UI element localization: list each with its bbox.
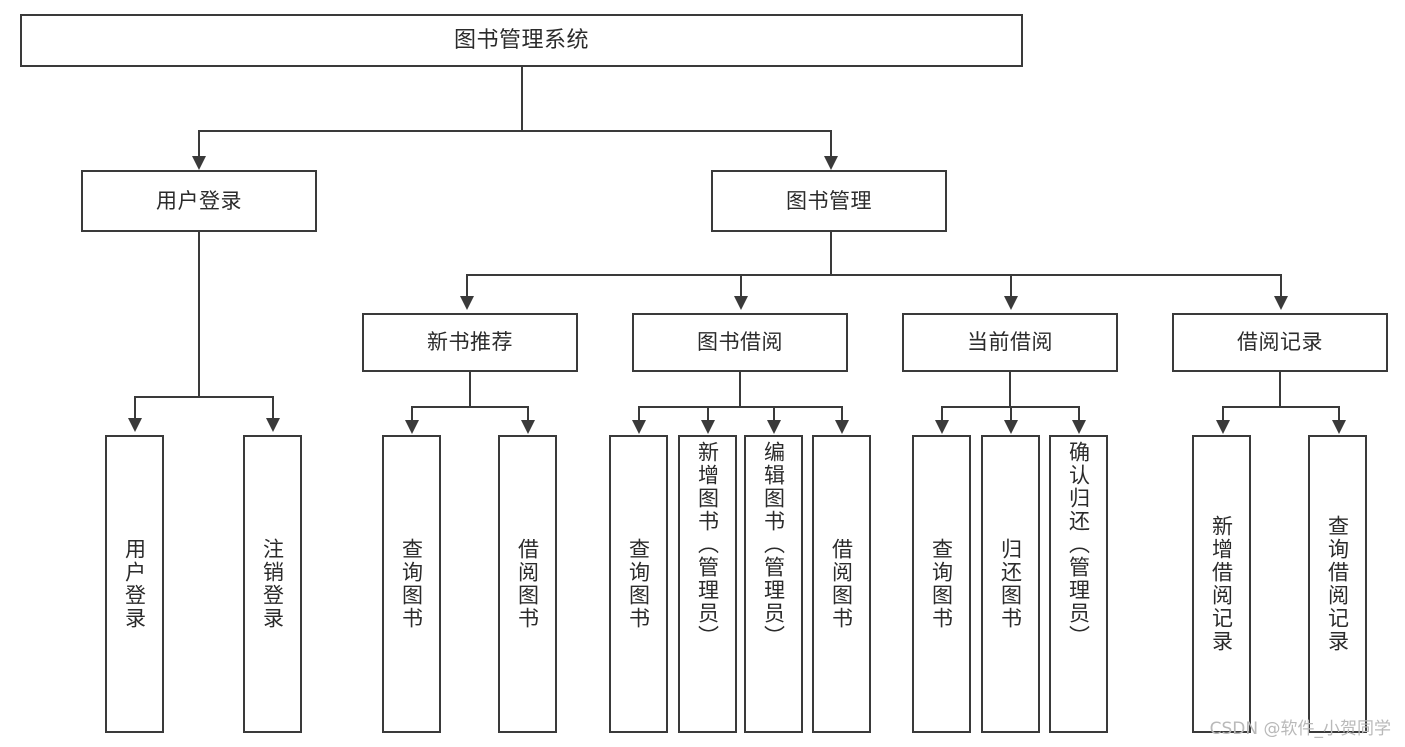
connector-user-login-leaf-1 (134, 396, 136, 420)
arrowhead-borrow-record (1274, 296, 1288, 310)
leaf-add-book-admin[interactable]: 新增图书（管理员） (678, 435, 737, 733)
arrowhead-new-book-recommend (460, 296, 474, 310)
connector-new-book-stem (469, 372, 471, 408)
arrowhead-nb-leaf-1 (405, 420, 419, 434)
connector-book-management-stem (830, 232, 832, 276)
connector-cb-leaf-3 (1078, 406, 1080, 422)
arrowhead-bb-leaf-2 (701, 420, 715, 434)
connector-book-management-bus (466, 274, 1280, 276)
node-label: 注销登录 (260, 538, 285, 630)
connector-root-bus (198, 130, 832, 132)
arrowhead-leaf-user-login (128, 418, 142, 432)
node-label: 图书管理 (786, 188, 872, 213)
leaf-return-book[interactable]: 归还图书 (981, 435, 1040, 733)
leaf-query-borrow-record[interactable]: 查询借阅记录 (1308, 435, 1367, 733)
node-label: 当前借阅 (967, 330, 1053, 355)
node-label: 图书借阅 (697, 330, 783, 355)
connector-br-leaf-1 (1222, 406, 1224, 422)
node-label: 用户登录 (122, 538, 147, 630)
connector-nb-leaf-1 (411, 406, 413, 422)
connector-user-login-leaf-2 (272, 396, 274, 420)
leaf-query-book-borrow[interactable]: 查询图书 (609, 435, 668, 733)
arrowhead-leaf-logout (266, 418, 280, 432)
connector-br-leaf-2 (1338, 406, 1340, 422)
node-label: 借阅图书 (829, 538, 854, 630)
connector-borrow-record-stem (1279, 372, 1281, 408)
connector-bb-leaf-1 (638, 406, 640, 422)
arrowhead-bb-leaf-4 (835, 420, 849, 434)
connector-cb-leaf-2 (1010, 406, 1012, 422)
node-user-login[interactable]: 用户登录 (81, 170, 317, 232)
arrowhead-bb-leaf-1 (632, 420, 646, 434)
leaf-edit-book-admin[interactable]: 编辑图书（管理员） (744, 435, 803, 733)
node-label: 查询图书 (626, 538, 651, 630)
connector-book-borrow-bus (638, 406, 842, 408)
watermark-text: CSDN @软件_小贺同学 (1209, 719, 1391, 739)
connector-new-book-bus (411, 406, 528, 408)
leaf-borrow-book[interactable]: 借阅图书 (812, 435, 871, 733)
node-label: 借阅图书 (515, 538, 540, 630)
node-label: 归还图书 (998, 538, 1023, 630)
leaf-user-login[interactable]: 用户登录 (105, 435, 164, 733)
connector-bm-to-new-book (466, 274, 468, 298)
leaf-add-borrow-record[interactable]: 新增借阅记录 (1192, 435, 1251, 733)
arrowhead-br-leaf-1 (1216, 420, 1230, 434)
node-label: 查询图书 (929, 538, 954, 630)
node-book-borrow[interactable]: 图书借阅 (632, 313, 848, 372)
connector-bb-leaf-2 (707, 406, 709, 422)
node-label: 新书推荐 (427, 330, 513, 355)
arrowhead-book-management (824, 156, 838, 170)
node-current-borrow[interactable]: 当前借阅 (902, 313, 1118, 372)
arrowhead-cb-leaf-2 (1004, 420, 1018, 434)
connector-bb-leaf-4 (841, 406, 843, 422)
connector-bb-leaf-3 (773, 406, 775, 422)
node-label: 新增借阅记录 (1209, 515, 1234, 653)
connector-current-borrow-bus (941, 406, 1078, 408)
connector-bm-to-borrow-record (1280, 274, 1282, 298)
connector-bm-to-book-borrow (740, 274, 742, 298)
connector-borrow-record-bus (1222, 406, 1339, 408)
node-root-book-management-system[interactable]: 图书管理系统 (20, 14, 1023, 67)
connector-bm-to-current-borrow (1010, 274, 1012, 298)
connector-current-borrow-stem (1009, 372, 1011, 408)
arrowhead-cb-leaf-1 (935, 420, 949, 434)
arrowhead-current-borrow (1004, 296, 1018, 310)
leaf-confirm-return-admin[interactable]: 确认归还（管理员） (1049, 435, 1108, 733)
leaf-query-book-current[interactable]: 查询图书 (912, 435, 971, 733)
node-label: 图书管理系统 (453, 27, 589, 53)
node-label: 确认归还（管理员） (1066, 441, 1091, 648)
connector-root-to-book-management (830, 130, 832, 158)
leaf-logout[interactable]: 注销登录 (243, 435, 302, 733)
connector-book-borrow-stem (739, 372, 741, 408)
node-label: 新增图书（管理员） (695, 441, 720, 648)
leaf-borrow-book-recommend[interactable]: 借阅图书 (498, 435, 557, 733)
node-new-book-recommend[interactable]: 新书推荐 (362, 313, 578, 372)
arrowhead-nb-leaf-2 (521, 420, 535, 434)
arrowhead-cb-leaf-3 (1072, 420, 1086, 434)
node-label: 查询图书 (399, 538, 424, 630)
connector-root-to-user-login (198, 130, 200, 158)
node-label: 借阅记录 (1237, 330, 1323, 355)
connector-root-stem (521, 67, 523, 131)
connector-nb-leaf-2 (527, 406, 529, 422)
node-label: 查询借阅记录 (1325, 515, 1350, 653)
node-label: 编辑图书（管理员） (761, 441, 786, 648)
node-book-management[interactable]: 图书管理 (711, 170, 947, 232)
node-label: 用户登录 (156, 188, 242, 213)
connector-cb-leaf-1 (941, 406, 943, 422)
arrowhead-br-leaf-2 (1332, 420, 1346, 434)
arrowhead-user-login (192, 156, 206, 170)
connector-user-login-bus (134, 396, 272, 398)
leaf-query-book-recommend[interactable]: 查询图书 (382, 435, 441, 733)
arrowhead-bb-leaf-3 (767, 420, 781, 434)
arrowhead-book-borrow (734, 296, 748, 310)
connector-user-login-stem (198, 232, 200, 398)
node-borrow-record[interactable]: 借阅记录 (1172, 313, 1388, 372)
